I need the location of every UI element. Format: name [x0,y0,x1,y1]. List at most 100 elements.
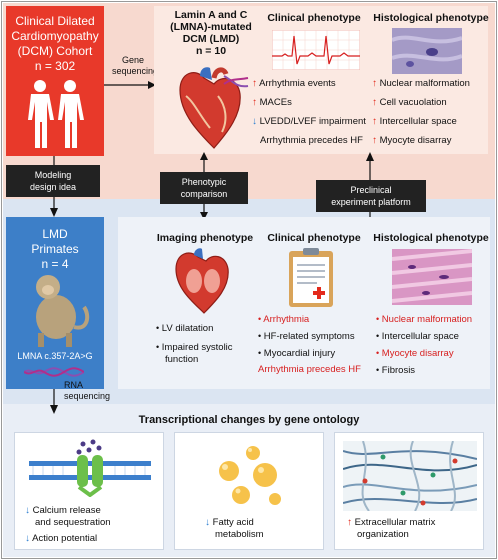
human-silhouettes-icon [28,80,84,148]
ecm-text: ↑ Extracellular matrix organization [347,517,481,541]
top-histo-item: ↑ Intercellular space [372,116,490,128]
calcium-text: ↓ Calcium release and sequestration ↓ Ac… [25,505,161,545]
arrow-right-icon [104,81,156,89]
top-clinical-header: Clinical phenotype [267,12,361,24]
phenotypic-line: Phenotypic [181,177,227,187]
top-clinical-text: Arrhythmia events [259,78,336,89]
stained-tissue-icon [392,249,472,305]
mid-histo-header: Histological phenotype [373,232,489,244]
calcium-cell: ↓ Calcium release and sequestration ↓ Ac… [14,432,164,550]
ecg-trace-icon [272,30,360,70]
modeling-line: design idea [29,182,77,192]
top-histo-text: Cell vacuolation [379,97,447,108]
preclinical-platform-label: Preclinical experiment platform [316,180,426,212]
top-histo-header: Histological phenotype [373,12,489,24]
fatty-acid-cell: ↓ Fatty acid metabolism [174,432,324,550]
calcium-line-2: and sequestration [35,517,111,528]
heart-dna-icon [179,67,249,149]
action-potential-text: Action potential [32,533,98,544]
primates-title-line: LMD [42,227,68,241]
top-histo-text: Intercellular space [379,116,457,127]
primates-count: n = 4 [41,257,69,271]
top-histo-list: ↑ Nuclear malformation ↑ Cell vacuolatio… [372,78,490,147]
dna-strand-icon [24,367,84,377]
mid-histo-item: • Myocyte disarray [376,348,454,359]
modeling-design-label: Modeling design idea [6,165,100,197]
gene-sequencing-label: Gene sequencing [112,55,159,77]
gene-seq-line: sequencing [112,66,159,76]
top-clinical-item: Arrhythmia precedes HF [252,135,402,147]
dcm-cohort-box: Clinical Dilated Cardiomyopathy (DCM) Co… [6,6,104,156]
phenotypic-comparison-label: Phenotypic comparison [160,172,248,204]
cohort-title-line: Clinical Dilated [15,14,95,28]
mid-histo-text: Fibrosis [381,365,416,376]
lmd-title-line: (LMNA)-mutated [170,21,252,33]
transcription-title: Transcriptional changes by gene ontology [138,414,360,426]
top-histo-text: Myocyte disarray [379,135,452,146]
extracellular-matrix-icon [343,441,477,511]
mid-clinical-item: • HF-related symptoms [258,331,355,342]
up-arrow-icon: ↑ [347,517,352,528]
clipboard-icon [289,248,333,307]
top-histo-item: ↑ Myocyte disarray [372,135,490,147]
mid-histo-item: • Fibrosis [376,365,416,376]
mid-clinical-text: Arrhythmia [263,314,310,325]
ecm-cell: ↑ Extracellular matrix organization [334,432,484,550]
up-arrow-icon: ↑ [372,116,377,127]
imaging-item: • LV dilatation [156,323,214,334]
imaging-item-cont: function [165,354,199,365]
down-arrow-icon: ↓ [252,116,257,127]
mid-clinical-text: HF-related symptoms [263,331,355,342]
monkey-icon [36,275,90,347]
fatty-acid-line-1: ↓ Fatty acid [205,517,315,529]
up-arrow-icon: ↑ [252,97,257,108]
top-clinical-item: ↓ LVEDD/LVEF impairment [252,116,402,128]
up-arrow-icon: ↑ [372,135,377,146]
top-clinical-item: ↑ Arrhythmia events [252,78,402,90]
phenotypic-line: comparison [180,189,228,199]
rna-line: sequencing [64,391,111,401]
mid-clinical-item: • Arrhythmia [258,314,310,325]
top-histo-item: ↑ Cell vacuolation [372,97,490,109]
top-clinical-item: ↑ MACEs [252,97,402,109]
primates-title-line: Primates [31,242,79,256]
mid-histo-item: • Intercellular space [376,331,459,342]
imaging-list: • LV dilatation • Impaired systolic func… [156,322,256,366]
top-histo-text: Nuclear malformation [379,78,470,89]
modeling-line: Modeling [34,170,72,180]
lmd-title-line: Lamin A and C [174,9,248,21]
up-arrow-icon: ↑ [372,78,377,89]
down-arrow-icon: ↓ [25,533,30,544]
mid-clinical-text: Myocardial injury [263,348,336,359]
mutation-label: LMNA c.357-2A>G [17,351,93,361]
ion-channel-icon [29,439,151,497]
arrow-down-icon [50,389,58,414]
lmd-title: Lamin A and C (LMNA)-mutated DCM (LMD) n… [158,9,264,57]
ecm-label: Extracellular matrix [354,517,436,528]
histology-image-icon [392,28,462,74]
lmd-primates-box: LMD Primates n = 4 LMNA c.357-2A>G [6,217,104,389]
top-clinical-text: LVEDD/LVEF impairment [259,116,366,127]
top-clinical-text: MACEs [259,97,292,108]
rna-line: RNA [64,380,84,390]
down-arrow-icon: ↓ [205,517,210,528]
lipid-droplets-icon [219,446,281,505]
cohort-count: n = 302 [34,59,76,73]
gene-seq-line: Gene [121,55,145,65]
top-histo-item: ↑ Nuclear malformation [372,78,490,90]
mid-histo-item: • Nuclear malformation [376,314,473,325]
mid-clinical-header: Clinical phenotype [267,232,361,244]
mid-clinical-item: Arrhythmia precedes HF [258,364,361,375]
fatty-acid-label: Fatty acid [212,517,254,528]
ecm-line-1: ↑ Extracellular matrix [347,517,481,529]
action-potential-line: ↓ Action potential [25,533,161,545]
cohort-title-line: Cardiomyopathy [11,29,99,43]
calcium-release-text: Calcium release [32,505,101,516]
imaging-text: LV dilatation [161,323,214,334]
fatty-acid-line-2: metabolism [215,529,264,540]
up-arrow-icon: ↑ [252,78,257,89]
lmd-count: n = 10 [195,45,227,57]
imaging-text: Impaired systolic [161,342,233,353]
rna-sequencing-label: RNA sequencing [64,380,134,402]
